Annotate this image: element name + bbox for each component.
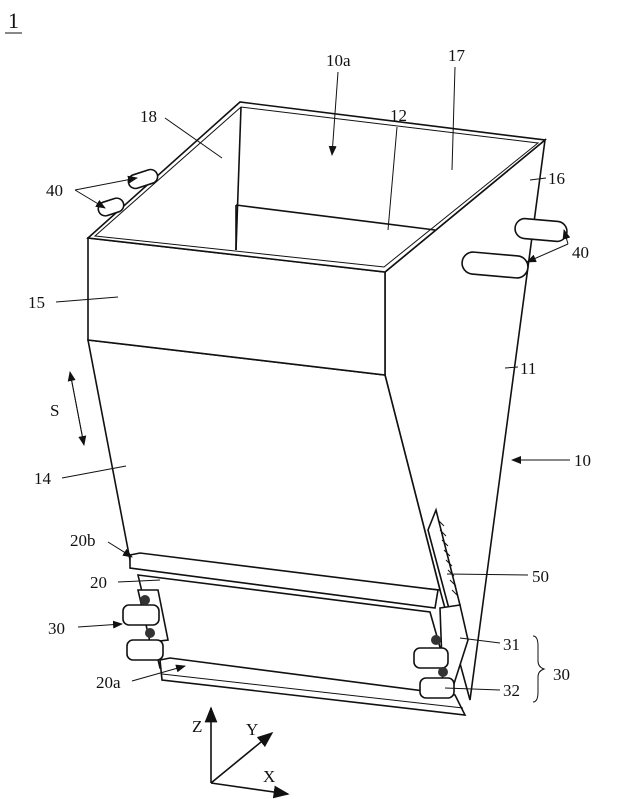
label-30-left: 30 <box>48 619 65 638</box>
axis-y-label: Y <box>246 720 258 739</box>
label-15: 15 <box>28 293 45 312</box>
lower-plate-assembly <box>129 552 469 716</box>
pins-right <box>461 217 568 279</box>
label-18: 18 <box>140 107 157 126</box>
label-10: 10 <box>574 451 591 470</box>
label-20b: 20b <box>70 531 96 550</box>
clamp-left-upper <box>122 604 160 626</box>
pins-left <box>97 168 159 217</box>
label-14: 14 <box>34 469 52 488</box>
clamp-left-lower <box>126 639 164 661</box>
label-31: 31 <box>503 635 520 654</box>
figure-number: 1 <box>8 8 19 33</box>
label-30-right: 30 <box>553 665 570 684</box>
label-17: 17 <box>448 46 466 65</box>
coordinate-axes: Z Y X <box>192 706 290 799</box>
label-20a: 20a <box>96 673 121 692</box>
label-16: 16 <box>548 169 565 188</box>
plate-20a <box>159 657 467 716</box>
label-20: 20 <box>90 573 107 592</box>
x-axis <box>210 782 290 799</box>
label-40-right: 40 <box>572 243 589 262</box>
label-32: 32 <box>503 681 520 700</box>
leader-lines <box>55 66 571 703</box>
y-axis <box>210 731 274 784</box>
label-12: 12 <box>390 106 407 125</box>
inner-back-corner <box>235 106 242 251</box>
label-s: S <box>50 401 59 420</box>
clamp-right-upper <box>413 647 449 669</box>
clamps <box>122 595 455 699</box>
label-50: 50 <box>532 567 549 586</box>
label-11: 11 <box>520 359 536 378</box>
inner-rim <box>93 106 540 268</box>
reference-labels: 10a 17 18 12 16 40 40 15 11 S 14 10 20b … <box>28 46 591 700</box>
inner-bottom-edge <box>235 204 436 231</box>
label-40-left: 40 <box>46 181 63 200</box>
label-10a: 10a <box>326 51 351 70</box>
axis-z-label: Z <box>192 717 202 736</box>
axis-x-label: X <box>263 767 275 786</box>
